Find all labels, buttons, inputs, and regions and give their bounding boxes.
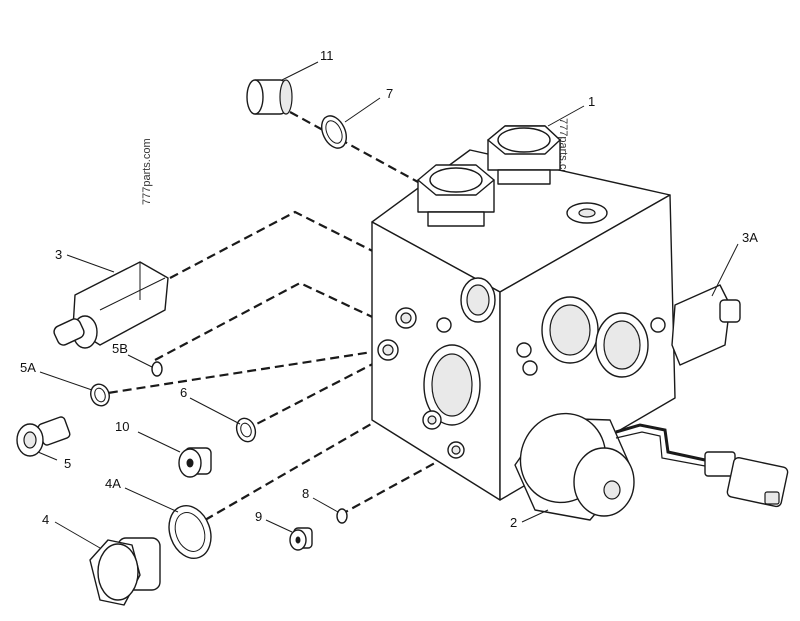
label-5: 5 bbox=[64, 456, 71, 471]
part-7-o-ring bbox=[321, 115, 347, 149]
part-6-o-ring bbox=[235, 417, 257, 443]
label-9: 9 bbox=[255, 509, 262, 524]
part-8-seal bbox=[336, 508, 348, 524]
part-2-solenoid bbox=[514, 412, 789, 521]
label-4: 4 bbox=[42, 512, 49, 527]
watermark-left: 777parts.com bbox=[141, 138, 153, 205]
label-5B: 5B bbox=[112, 341, 128, 356]
part-labels: 11 7 1 3 3A 5A 5B 5 6 10 4A 4 8 9 2 bbox=[20, 48, 758, 530]
label-1: 1 bbox=[588, 94, 595, 109]
part-1-hex-fittings bbox=[417, 125, 561, 227]
label-7: 7 bbox=[386, 86, 393, 101]
part-11-cap bbox=[246, 79, 293, 115]
label-3A: 3A bbox=[742, 230, 758, 245]
label-11: 11 bbox=[320, 48, 334, 63]
label-2: 2 bbox=[510, 515, 517, 530]
part-5-plug bbox=[16, 416, 71, 457]
part-3-hex-sensor bbox=[53, 261, 169, 349]
part-4A-o-ring bbox=[168, 505, 212, 559]
part-5A-seal bbox=[90, 383, 110, 407]
part-9-plug bbox=[289, 527, 313, 551]
label-10: 10 bbox=[115, 419, 129, 434]
label-3: 3 bbox=[55, 247, 62, 262]
label-5A: 5A bbox=[20, 360, 36, 375]
part-3A-sensor bbox=[671, 284, 741, 366]
label-4A: 4A bbox=[105, 476, 121, 491]
part-4-hex-plug bbox=[89, 537, 161, 606]
label-6: 6 bbox=[180, 385, 187, 400]
part-5B-seal bbox=[151, 361, 163, 377]
part-10-plug bbox=[178, 447, 212, 478]
label-leaders bbox=[37, 61, 739, 549]
label-8: 8 bbox=[302, 486, 309, 501]
